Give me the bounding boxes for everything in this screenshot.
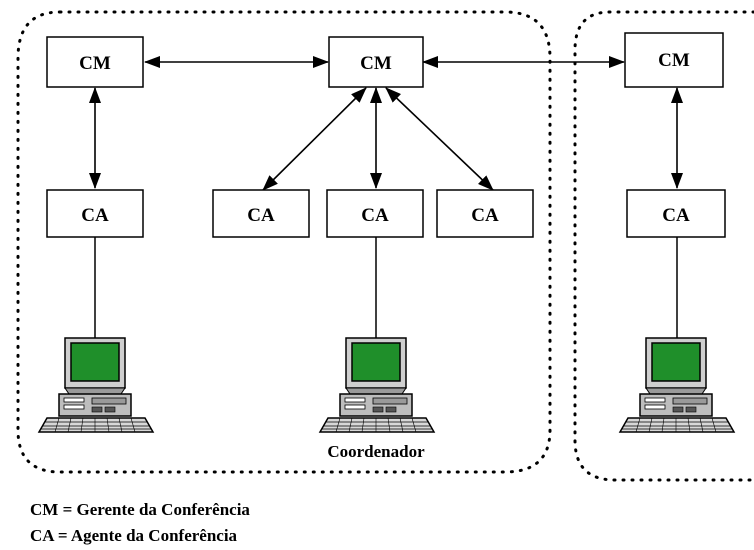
cm-center-label: CM — [360, 53, 392, 74]
ca-left-label: CA — [81, 205, 109, 226]
workstation-right-icon — [619, 337, 735, 433]
right-domain-boundary — [573, 10, 754, 482]
arrow-cm-center-to-ca-1 — [262, 87, 367, 191]
ca-center-3-label: CA — [471, 205, 499, 226]
legend-cm: CM = Gerente da Conferência — [30, 500, 250, 519]
ca-center-1-node: CA — [212, 189, 310, 238]
legend-ca: CA = Agente da Conferência — [30, 526, 238, 545]
ca-right-label: CA — [662, 205, 690, 226]
arrow-cm-center-to-ca-3 — [385, 87, 494, 191]
ca-right-node: CA — [626, 189, 726, 238]
workstation-left-icon — [38, 337, 154, 433]
ca-center-2-node: CA — [326, 189, 424, 238]
cm-center-node: CM — [328, 36, 424, 88]
workstation-coordinator-icon — [319, 337, 435, 433]
coordinator-label: Coordenador — [327, 442, 425, 461]
cm-right-label: CM — [658, 50, 690, 71]
ca-left-node: CA — [46, 189, 144, 238]
left-domain-boundary — [16, 10, 552, 474]
connection-arrows — [89, 56, 683, 191]
cm-left-node: CM — [46, 36, 144, 88]
cm-right-node: CM — [624, 32, 724, 88]
cm-left-label: CM — [79, 53, 111, 74]
ca-workstation-links — [94, 237, 678, 338]
ca-center-3-node: CA — [436, 189, 534, 238]
ca-center-1-label: CA — [247, 205, 275, 226]
ca-center-2-label: CA — [361, 205, 389, 226]
